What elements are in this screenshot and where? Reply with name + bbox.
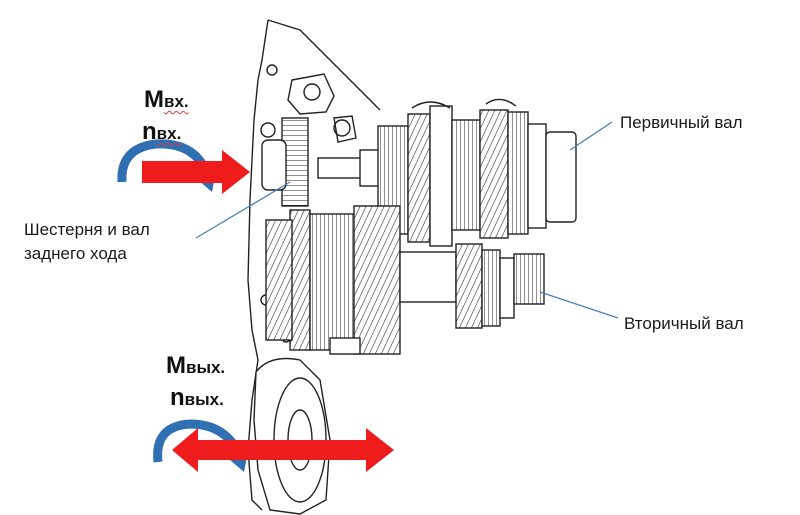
input-torque-symbol: Mвх. [144,86,189,113]
reverse-gear-label-line1: Шестерня и вал [24,220,150,239]
shift-fork [287,73,357,143]
primary-shaft-assembly [317,98,577,247]
leader-lines [195,121,619,319]
leader-secondary-shaft [539,291,619,319]
output-speed-symbol: nвых. [170,384,224,411]
reverse-gear-assembly [261,117,311,351]
leader-primary-shaft [569,121,613,151]
primary-shaft-label: Первичный вал [620,113,743,132]
secondary-shaft-assembly [309,205,545,355]
reverse-gear-label: Шестерня и вал заднего хода [24,218,150,266]
output-flow-double-arrow-icon [172,428,394,472]
output-torque-symbol: Mвых. [166,352,226,379]
input-speed-symbol: nвх. [142,118,182,145]
reverse-gear-label-line2: заднего хода [24,244,127,263]
secondary-shaft-label: Вторичный вал [624,314,744,333]
output-flange [253,357,331,515]
leader-reverse-gear [195,181,291,239]
input-flow-arrow-icon [142,150,250,194]
